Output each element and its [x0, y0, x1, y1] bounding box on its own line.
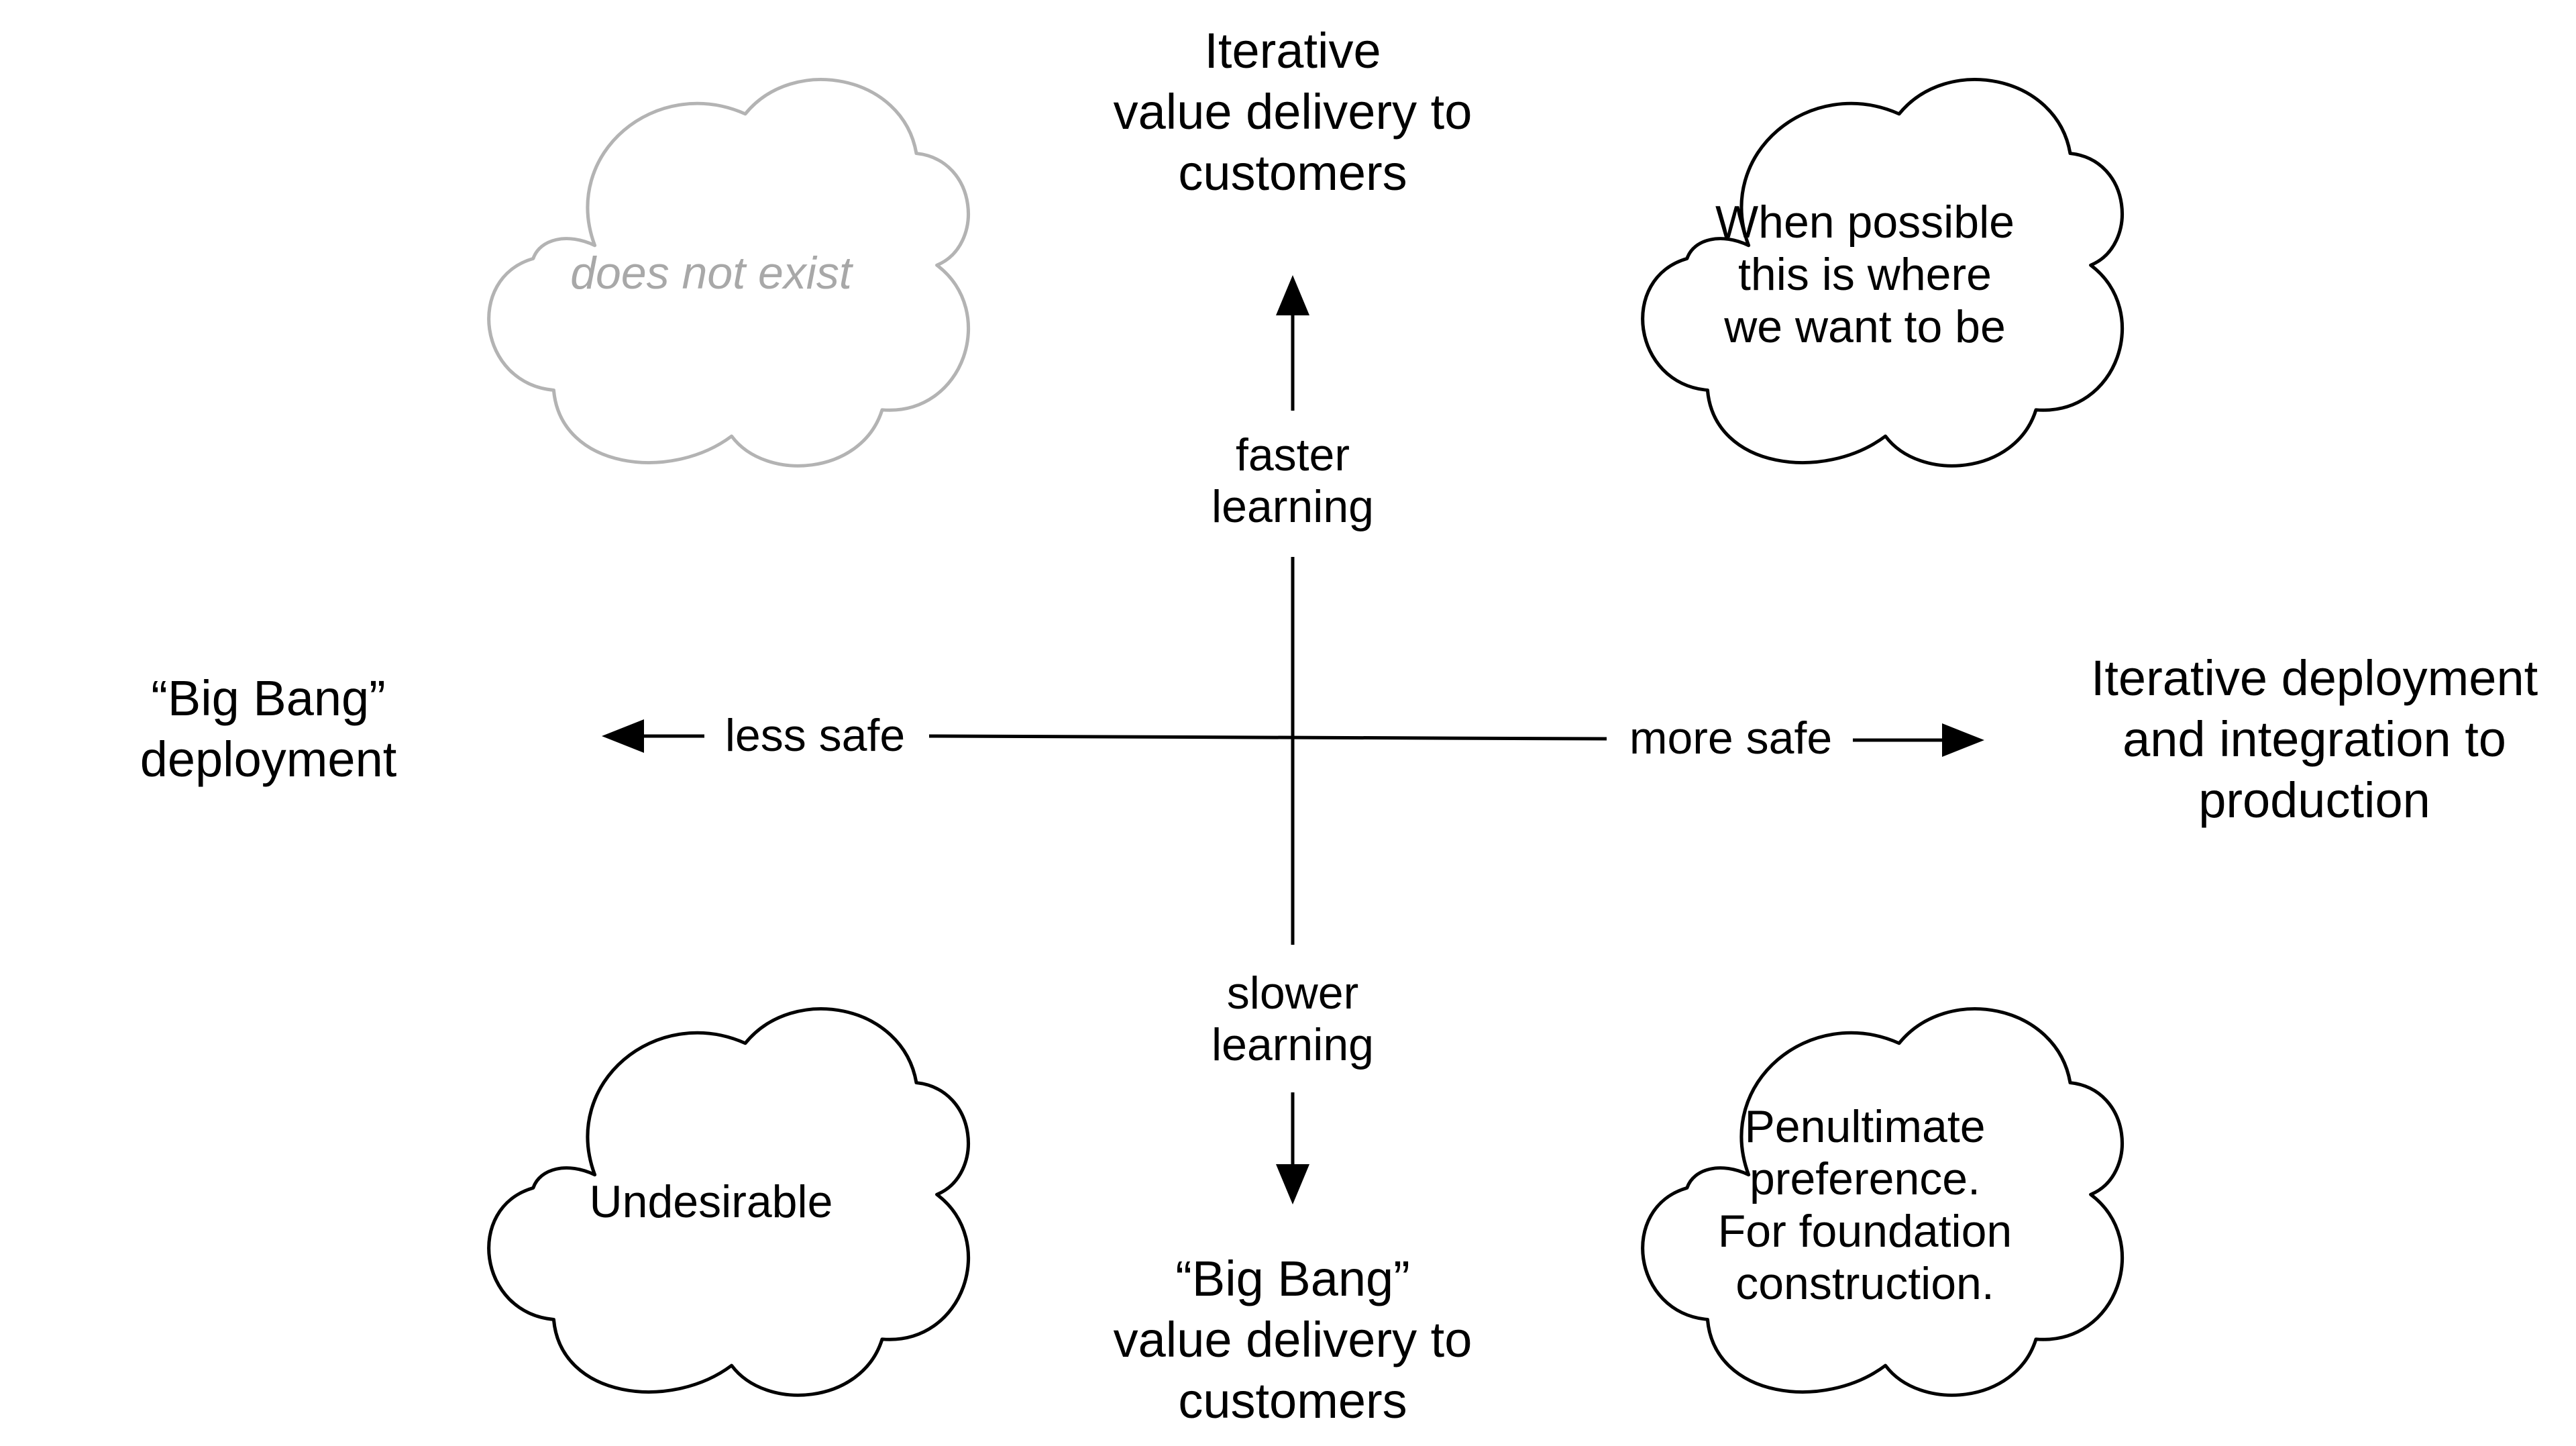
bottom-pole-label: “Big Bang” value delivery to customers [1113, 1251, 1472, 1429]
right-pole-label: Iterative deployment and integration to … [2090, 650, 2538, 828]
arrow-up-icon [1276, 275, 1309, 315]
left-pole-label: “Big Bang” deployment [140, 670, 397, 787]
cloud-bottom-left-text: Undesirable [589, 1176, 833, 1227]
cloud-top-right-text: When possible this is where we want to b… [1715, 197, 2015, 352]
arrow-down-icon [1276, 1164, 1309, 1204]
arrow-right-icon [1942, 723, 1984, 757]
cloud-bottom-right-text: Penultimate preference. For foundation c… [1717, 1101, 2012, 1309]
arrow-left-icon [602, 719, 644, 753]
top-pole-label: Iterative value delivery to customers [1113, 23, 1472, 201]
axis-left-label: less safe [724, 710, 906, 761]
axis-up-label: faster learning [1212, 429, 1374, 532]
horizontal-axis [928, 734, 1607, 741]
axis-down-label: slower learning [1212, 968, 1374, 1070]
axis-right-label: more safe [1629, 713, 1833, 764]
cloud-top-left-text: does not exist [570, 248, 852, 299]
